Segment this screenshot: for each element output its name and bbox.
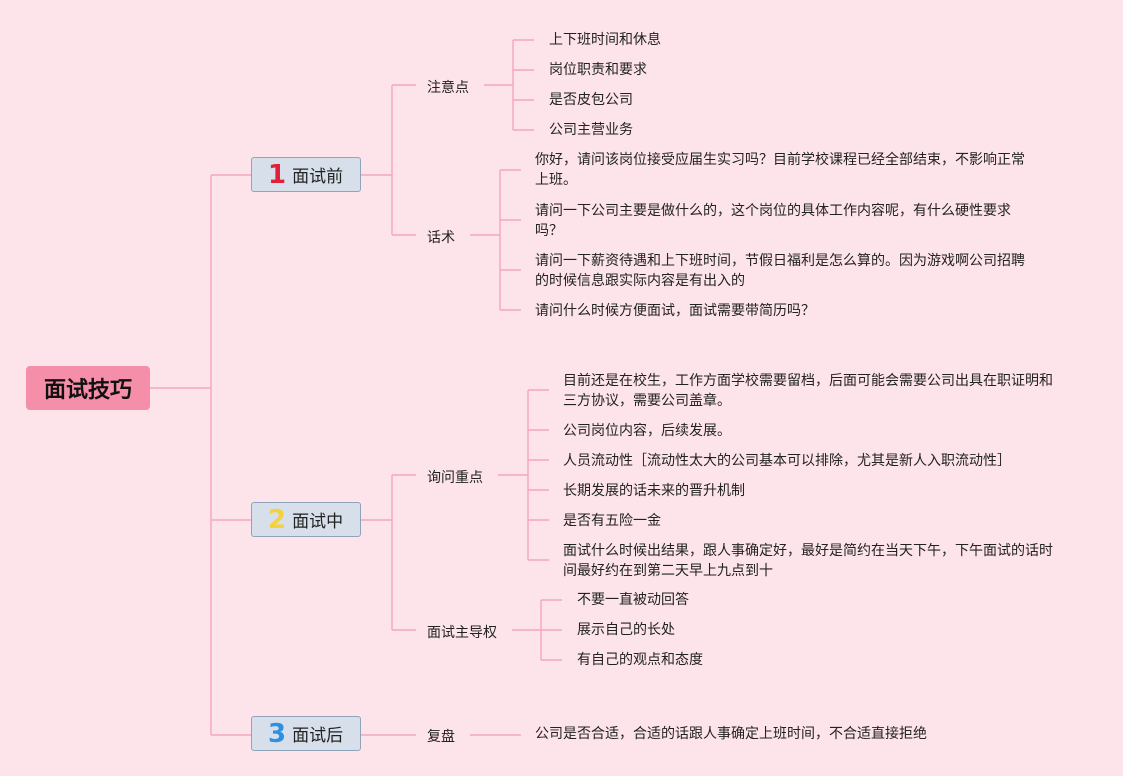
topic-key-questions[interactable]: 询问重点 [427, 470, 483, 486]
number-three-icon: 3 [268, 718, 287, 749]
leaf-item[interactable]: 岗位职责和要求 [549, 62, 647, 78]
leaf-item[interactable]: 请问一下公司主要是做什么的，这个岗位的具体工作内容呢，有什么硬性要求吗？ [535, 203, 1011, 239]
topic-review[interactable]: 复盘 [427, 729, 455, 745]
stage-label: 面试前 [292, 167, 344, 187]
leaf-item[interactable]: 是否皮包公司 [549, 92, 633, 108]
stage-node-after-interview[interactable]: 3 面试后 [251, 716, 361, 751]
leaf-item[interactable]: 请问什么时候方便面试，面试需要带简历吗？ [535, 303, 815, 319]
leaf-item[interactable]: 是否有五险一金 [563, 513, 661, 529]
leaf-item[interactable]: 请问一下薪资待遇和上下班时间，节假日福利是怎么算的。因为游戏啊公司招聘的时候信息… [535, 253, 1025, 289]
leaf-item[interactable]: 有自己的观点和态度 [577, 652, 703, 668]
leaf-item[interactable]: 公司是否合适，合适的话跟人事确定上班时间，不合适直接拒绝 [535, 726, 927, 742]
leaf-item[interactable]: 公司岗位内容，后续发展。 [563, 423, 731, 439]
stage-label: 面试后 [292, 726, 344, 746]
stage-node-before-interview[interactable]: 1 面试前 [251, 157, 361, 192]
stage-label: 面试中 [292, 512, 344, 532]
leaf-item[interactable]: 你好，请问该岗位接受应届生实习吗？目前学校课程已经全部结束，不影响正常上班。 [535, 152, 1025, 188]
number-two-icon: 2 [268, 504, 287, 535]
topic-attention-points[interactable]: 注意点 [427, 80, 469, 96]
leaf-item[interactable]: 不要一直被动回答 [577, 592, 689, 608]
number-one-icon: 1 [268, 159, 287, 190]
leaf-item[interactable]: 展示自己的长处 [577, 622, 675, 638]
leaf-item[interactable]: 公司主营业务 [549, 122, 633, 138]
leaf-item[interactable]: 长期发展的话未来的晋升机制 [563, 483, 745, 499]
leaf-item[interactable]: 上下班时间和休息 [549, 32, 661, 48]
leaf-item[interactable]: 人员流动性［流动性太大的公司基本可以排除，尤其是新人入职流动性］ [563, 453, 1011, 469]
root-node[interactable]: 面试技巧 [26, 366, 150, 410]
topic-take-initiative[interactable]: 面试主导权 [427, 625, 497, 641]
topic-scripts[interactable]: 话术 [427, 230, 455, 246]
leaf-item[interactable]: 目前还是在校生，工作方面学校需要留档，后面可能会需要公司出具在职证明和三方协议，… [563, 373, 1053, 409]
stage-node-during-interview[interactable]: 2 面试中 [251, 502, 361, 537]
leaf-item[interactable]: 面试什么时候出结果，跟人事确定好，最好是简约在当天下午，下午面试的话时间最好约在… [563, 543, 1053, 579]
